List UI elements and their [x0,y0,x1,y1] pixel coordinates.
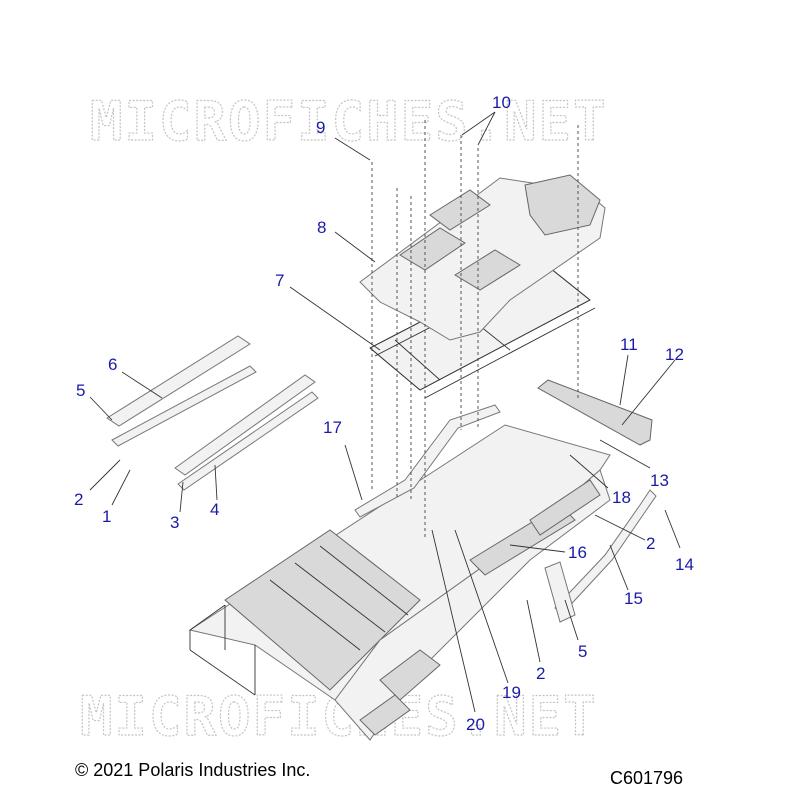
callout-10: 10 [492,93,511,112]
callout-18: 18 [612,488,631,507]
callout-7: 7 [275,271,284,290]
callout-17: 17 [323,418,342,437]
running-board-rails [106,335,319,491]
callout-1: 1 [102,507,111,526]
callout-5-right: 5 [578,642,587,661]
callout-labels: 9 10 8 7 6 5 2 1 3 4 17 11 12 13 18 2 14… [74,93,694,734]
callout-15: 15 [624,589,643,608]
callout-8: 8 [317,218,326,237]
callout-2-right: 2 [646,534,655,553]
rear-bumper-bracket [537,379,653,446]
callout-3: 3 [170,513,179,532]
callout-4: 4 [210,500,219,519]
callout-9: 9 [316,118,325,137]
callout-13: 13 [650,471,669,490]
callout-5-left: 5 [76,381,85,400]
callout-14: 14 [675,555,694,574]
copyright-notice: © 2021 Polaris Industries Inc. [75,760,310,780]
storage-tray [359,174,606,341]
callout-11: 11 [620,335,638,354]
callout-2-bottom: 2 [536,664,545,683]
leader-lines [89,111,681,713]
callout-20: 20 [466,715,485,734]
callout-19: 19 [502,683,521,702]
diagram-code: C601796 [610,768,683,788]
fastener-lines [371,120,579,540]
callout-12: 12 [665,345,684,364]
callout-6: 6 [108,355,117,374]
callout-2-left: 2 [74,490,83,509]
watermark-top: MICROFICHES.NET [90,90,608,153]
callout-16: 16 [568,543,587,562]
tunnel-chassis [188,424,611,741]
